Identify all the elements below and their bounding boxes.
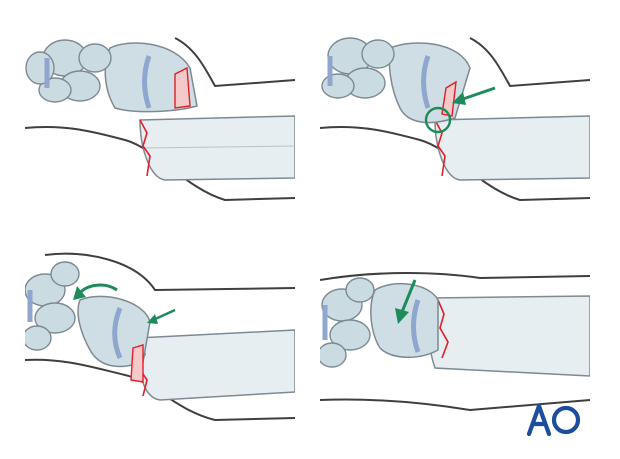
carpal-bones xyxy=(320,277,375,368)
green-curved-arrow-head xyxy=(73,286,86,300)
fracture-line xyxy=(437,299,449,359)
panel-step-4 xyxy=(320,250,590,430)
skin-outline-lower xyxy=(25,125,295,202)
fracture-fragment xyxy=(130,344,144,383)
fracture-line xyxy=(139,119,151,177)
wrist-illustration-2 xyxy=(320,37,590,202)
wrist-illustration-1 xyxy=(25,37,295,202)
pressure-point-circle xyxy=(424,106,452,134)
wrist-illustration-4 xyxy=(320,272,590,412)
skin-outline-upper xyxy=(469,37,590,88)
green-straight-arrow-shaft xyxy=(459,86,496,102)
radius-shaft xyxy=(427,295,590,377)
carpal-bones xyxy=(321,37,395,99)
joint-cartilage xyxy=(142,55,152,109)
green-small-arrow-shaft xyxy=(152,308,176,322)
green-down-arrow-shaft xyxy=(400,279,417,313)
radius-shaft xyxy=(434,115,590,181)
panel-step-3 xyxy=(25,250,295,430)
joint-cartilage xyxy=(112,307,123,360)
skin-outline-upper xyxy=(44,252,295,292)
skin-outline-upper xyxy=(174,37,295,88)
skin-outline-lower xyxy=(320,398,590,412)
skin-outline-lower xyxy=(25,358,295,422)
fracture-line xyxy=(434,119,446,177)
joint-cartilage xyxy=(421,55,431,109)
carpal-bones xyxy=(25,261,80,351)
ao-logo-mark xyxy=(526,403,581,437)
green-small-arrow-head xyxy=(147,314,158,324)
fracture-fragment xyxy=(174,66,191,109)
green-curved-arrow-shaft xyxy=(77,283,118,296)
ulna-edge xyxy=(144,145,295,149)
radius-shaft xyxy=(136,329,295,401)
joint-cartilage xyxy=(411,299,421,353)
distal-fragment xyxy=(104,42,198,113)
distal-fragment xyxy=(370,282,439,358)
skin-outline-lower xyxy=(320,125,590,202)
panel-step-1 xyxy=(25,28,295,208)
green-straight-arrow-head xyxy=(452,92,466,105)
radius-shaft xyxy=(139,115,295,181)
panel-step-2 xyxy=(320,28,590,208)
skin-outline-upper xyxy=(320,272,590,281)
carpal-bones xyxy=(25,39,112,103)
green-down-arrow-head xyxy=(395,308,409,324)
wrist-illustration-3 xyxy=(25,252,295,422)
fracture-fragment xyxy=(441,80,457,117)
ao-logo xyxy=(526,403,582,437)
